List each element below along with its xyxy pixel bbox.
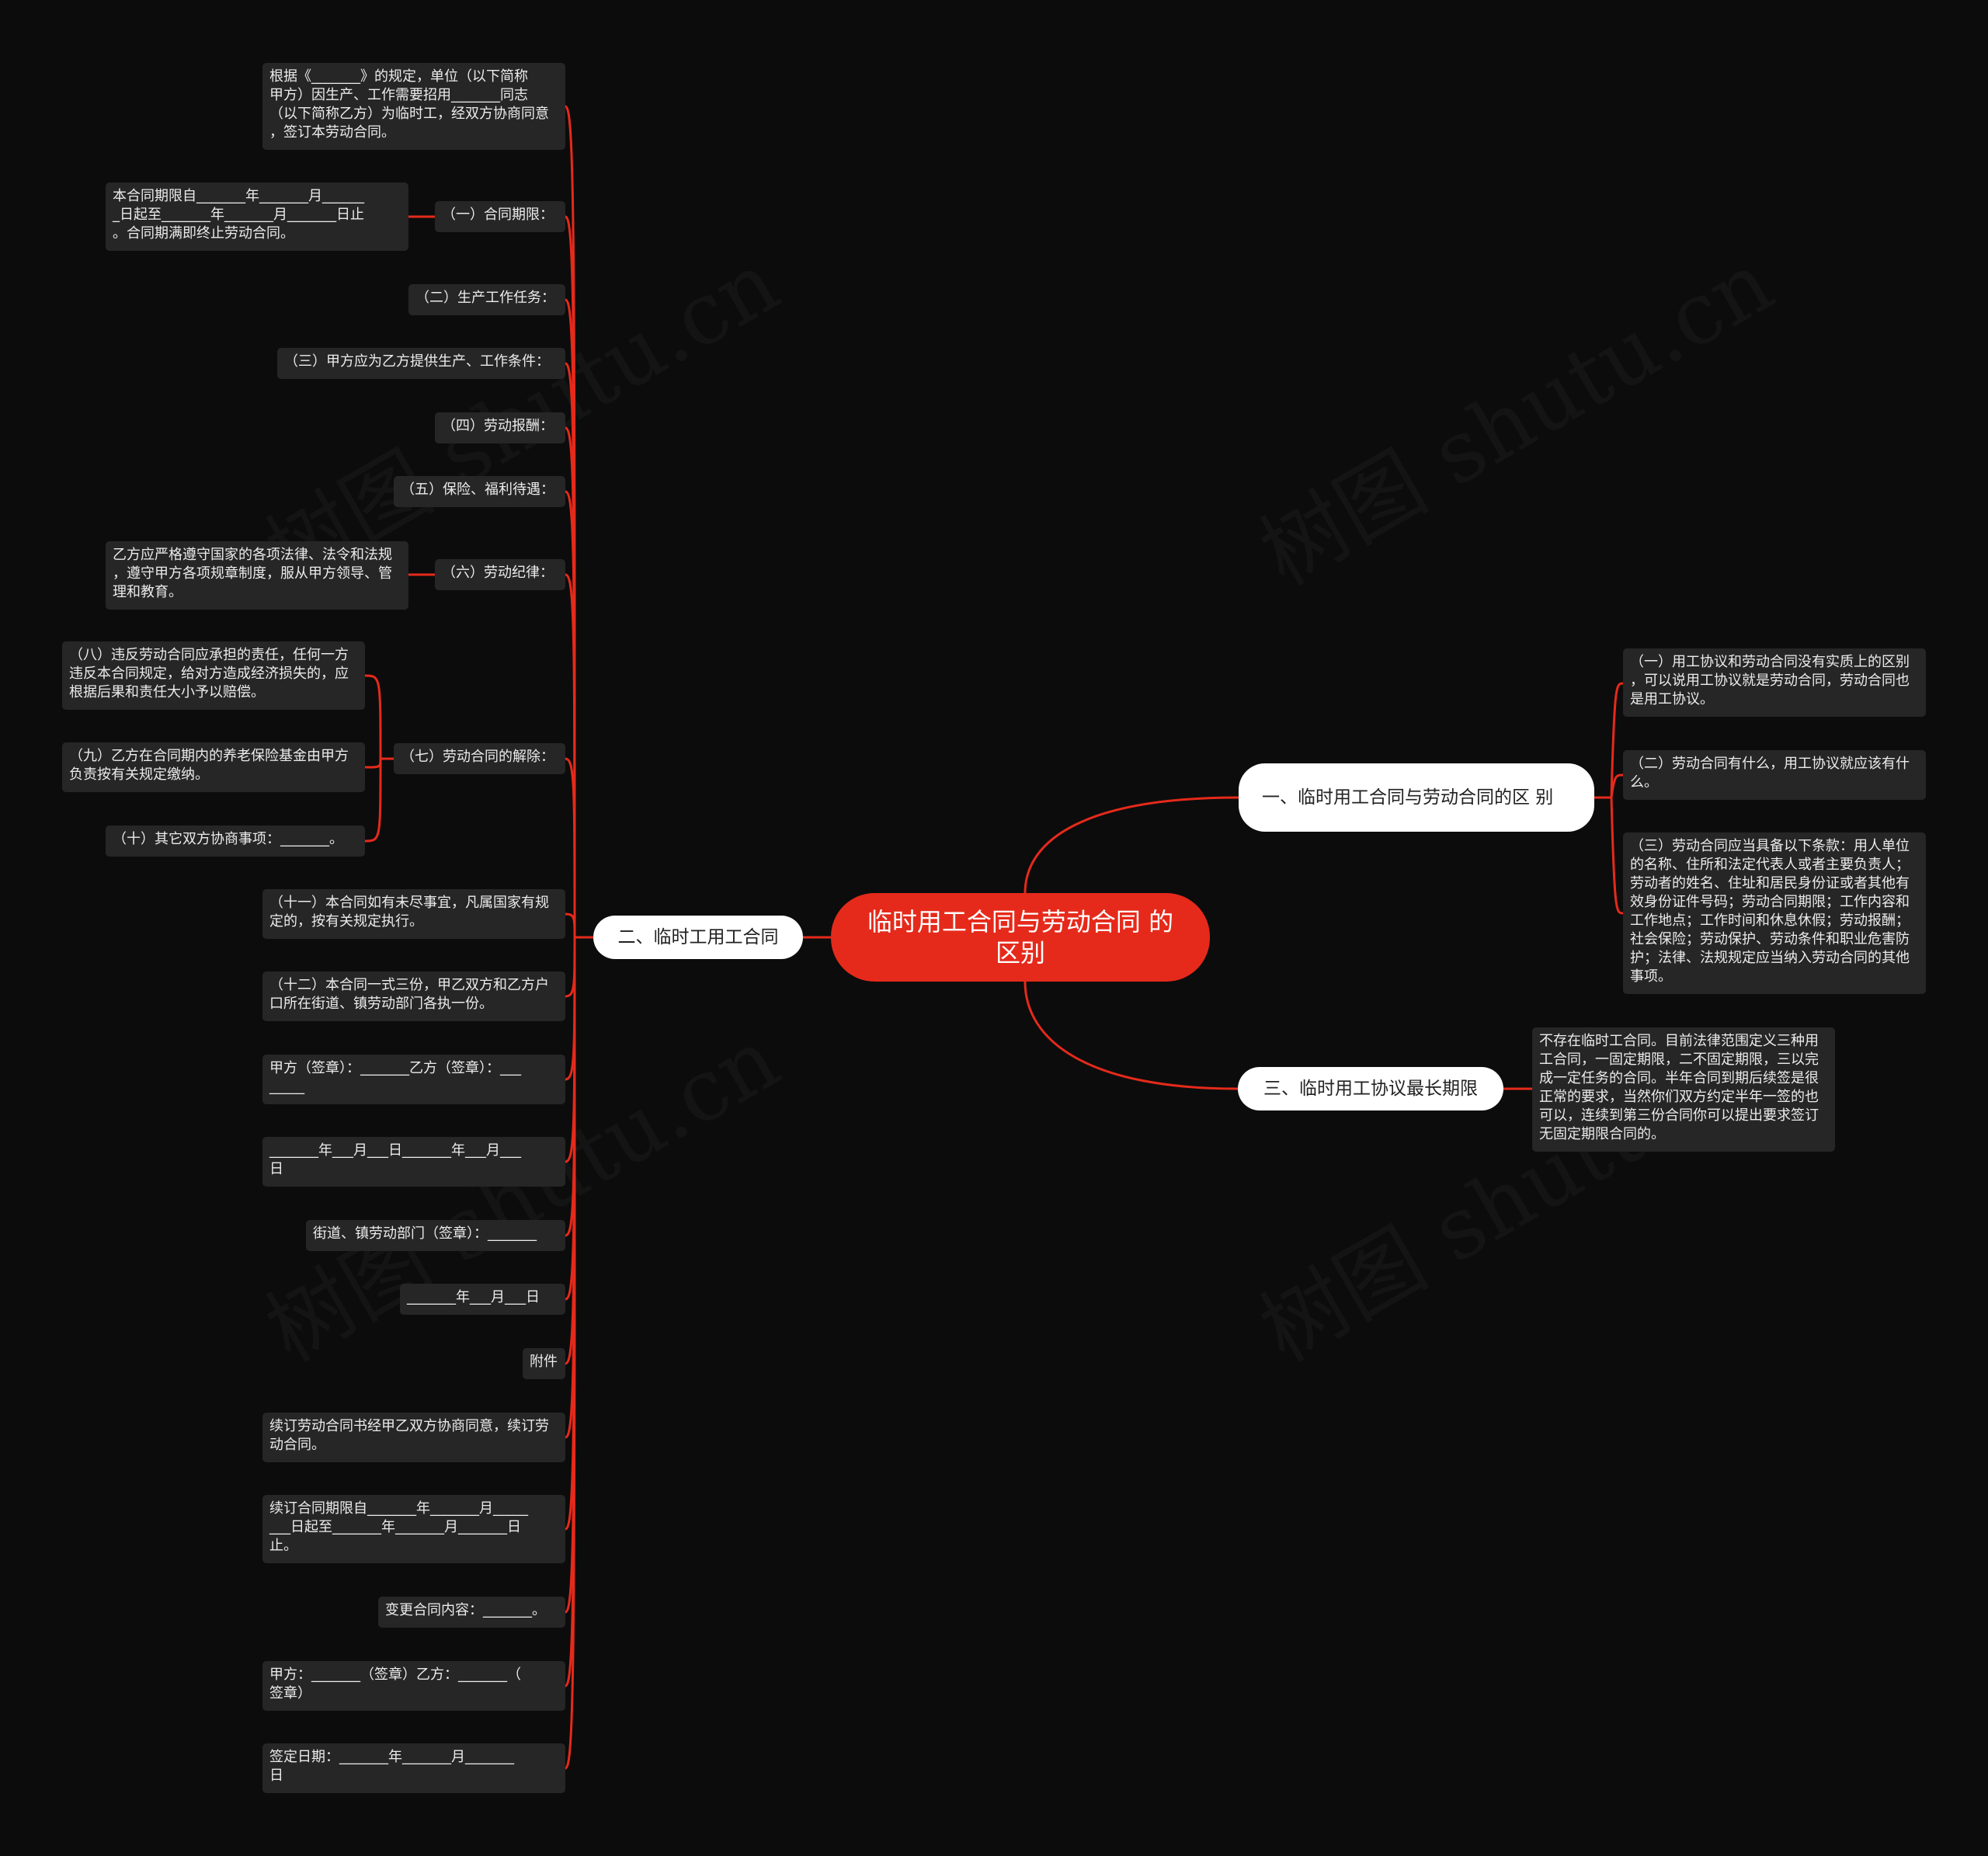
connector-branch-2-item: [565, 573, 576, 938]
root-topic[interactable]: 临时用工合同与劳动合同 的区别: [831, 893, 1210, 982]
connector-branch-1-item: [1610, 682, 1624, 798]
connector-root-to-branch-1: [1024, 796, 1239, 894]
connector-branch-2-item: [565, 912, 576, 938]
labor-office-signature[interactable]: 街道、镇劳动部门（签章）：_______: [306, 1220, 565, 1251]
renewal-term[interactable]: 续订合同期限自_______年_______月_____ ___日起至_____…: [262, 1495, 565, 1563]
date-line-1[interactable]: _______年___月___日_______年___月___ 日: [262, 1137, 565, 1187]
signature-line-1[interactable]: 甲方（签章）：_______乙方（签章）：___ _____: [262, 1055, 565, 1104]
connector-branch-1-item: [1610, 797, 1624, 915]
termination-item-9[interactable]: （九）乙方在合同期内的养老保险基金由甲方 负责按有关规定缴纳。: [62, 742, 365, 792]
labor-discipline-detail[interactable]: 乙方应严格遵守国家的各项法律、法令和法规 ，遵守甲方各项规章制度，服从甲方领导、…: [106, 541, 408, 610]
connector-termination-item: [364, 758, 382, 843]
signing-date[interactable]: 签定日期：_______年_______月_______ 日: [262, 1743, 565, 1793]
connector-branch-1-item: [1610, 773, 1624, 798]
contract-term[interactable]: （一）合同期限：: [435, 201, 565, 232]
clause-12[interactable]: （十二）本合同一式三份，甲乙双方和乙方户 口所在街道、镇劳动部门各执一份。: [262, 971, 565, 1021]
connector-termination-item: [364, 758, 382, 769]
branch-difference[interactable]: 一、临时用工合同与劳动合同的区 别: [1239, 763, 1594, 832]
contract-intro[interactable]: 根据《_______》的规定，单位（以下简称 甲方）因生产、工作需要招用____…: [262, 63, 565, 150]
connector-termination-item: [364, 674, 382, 759]
contract-change[interactable]: 变更合同内容：_______。: [378, 1597, 565, 1628]
connector-branch-2-item: [565, 937, 576, 998]
work-conditions[interactable]: （三）甲方应为乙方提供生产、工作条件：: [277, 348, 565, 379]
branch-contract-template[interactable]: 二、临时工用工合同: [593, 916, 803, 959]
connector-branch-2-item: [565, 757, 576, 938]
difference-item-1[interactable]: （一）用工协议和劳动合同没有实质上的区别 ，可以说用工协议就是劳动合同，劳动合同…: [1623, 648, 1926, 717]
renewal-statement[interactable]: 续订劳动合同书经甲乙双方协商同意，续订劳 动合同。: [262, 1413, 565, 1462]
contract-termination[interactable]: （七）劳动合同的解除：: [394, 743, 565, 774]
signature-line-2[interactable]: 甲方：_______（签章）乙方：_______（ 签章）: [262, 1661, 565, 1711]
branch-max-term[interactable]: 三、临时用工协议最长期限: [1238, 1067, 1503, 1110]
date-line-2[interactable]: _______年___月___日: [400, 1284, 565, 1315]
labor-discipline[interactable]: （六）劳动纪律：: [435, 559, 565, 590]
clause-11[interactable]: （十一）本合同如有未尽事宜，凡属国家有规 定的，按有关规定执行。: [262, 889, 565, 939]
contract-term-detail[interactable]: 本合同期限自_______年_______月______ _日起至_______…: [106, 182, 408, 251]
termination-item-10[interactable]: （十）其它双方协商事项：_______。: [106, 825, 365, 857]
difference-item-2[interactable]: （二）劳动合同有什么，用工协议就应该有什 么。: [1623, 750, 1926, 800]
insurance-welfare[interactable]: （五）保险、福利待遇：: [394, 476, 565, 507]
production-task[interactable]: （二）生产工作任务：: [408, 284, 565, 315]
remuneration[interactable]: （四）劳动报酬：: [435, 412, 565, 443]
annex-label[interactable]: 附件: [523, 1348, 565, 1379]
termination-item-8[interactable]: （八）违反劳动合同应承担的责任，任何一方 违反本合同规定，给对方造成经济损失的，…: [62, 641, 365, 710]
max-term-answer[interactable]: 不存在临时工合同。目前法律范围定义三种用 工合同，一固定期限，二不固定期限，三以…: [1532, 1027, 1835, 1152]
connector-root-to-branch-3: [1024, 981, 1239, 1090]
connector-branch-2-item: [565, 937, 576, 1770]
difference-item-3[interactable]: （三）劳动合同应当具备以下条款：用人单位 的名称、住所和法定代表人或者主要负责人…: [1623, 832, 1926, 994]
